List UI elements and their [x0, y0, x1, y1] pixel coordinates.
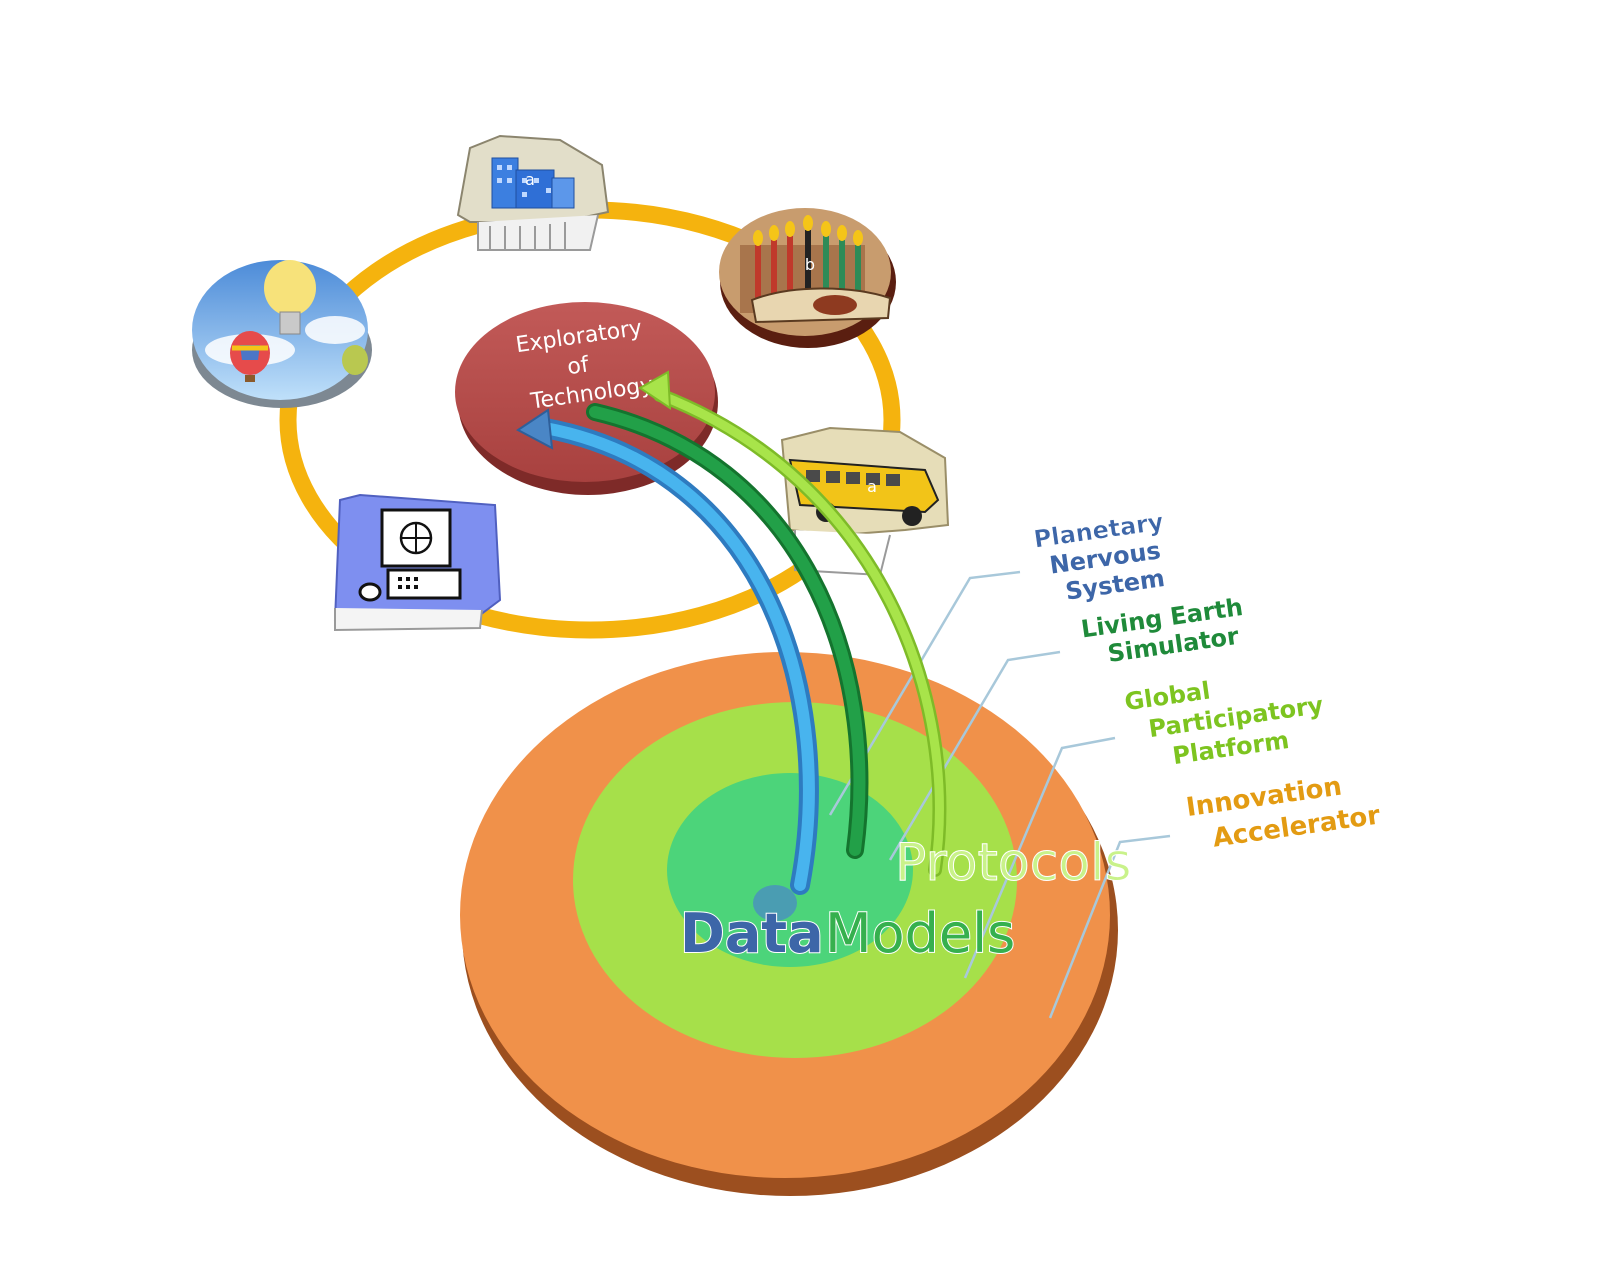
data-label: Data: [680, 902, 824, 965]
layered-disc: [460, 652, 1118, 1196]
label-planetary: Planetary Nervous System: [1032, 507, 1167, 605]
models-label: Models: [825, 902, 1015, 965]
lightbulb-balloon-icon: [192, 260, 372, 408]
bus-letter: a: [867, 477, 877, 496]
data-model-dot: [753, 885, 797, 921]
connector-global: [963, 736, 1116, 979]
connector-planetary: [828, 570, 1021, 816]
arrow-blue-head: [516, 408, 554, 450]
computer-icon: [333, 493, 502, 632]
candles-letter: b: [805, 255, 815, 274]
candles-icon: b: [719, 208, 896, 348]
label-global: Global Participatory Platform: [1123, 676, 1325, 770]
label-innovation: Innovation Accelerator: [1184, 772, 1382, 854]
center-line-2: of: [566, 352, 592, 380]
arrow-light-green-head: [638, 370, 672, 410]
flow-arrows: [516, 370, 947, 895]
building-letter: a: [525, 170, 535, 189]
label-connectors: [828, 570, 1171, 1019]
label-living: Living Earth Simulator: [1079, 593, 1244, 668]
protocols-label: Protocols: [895, 833, 1132, 893]
connector-innovation: [1048, 834, 1171, 1019]
connector-living: [888, 650, 1061, 861]
building-icon: a: [456, 134, 610, 251]
